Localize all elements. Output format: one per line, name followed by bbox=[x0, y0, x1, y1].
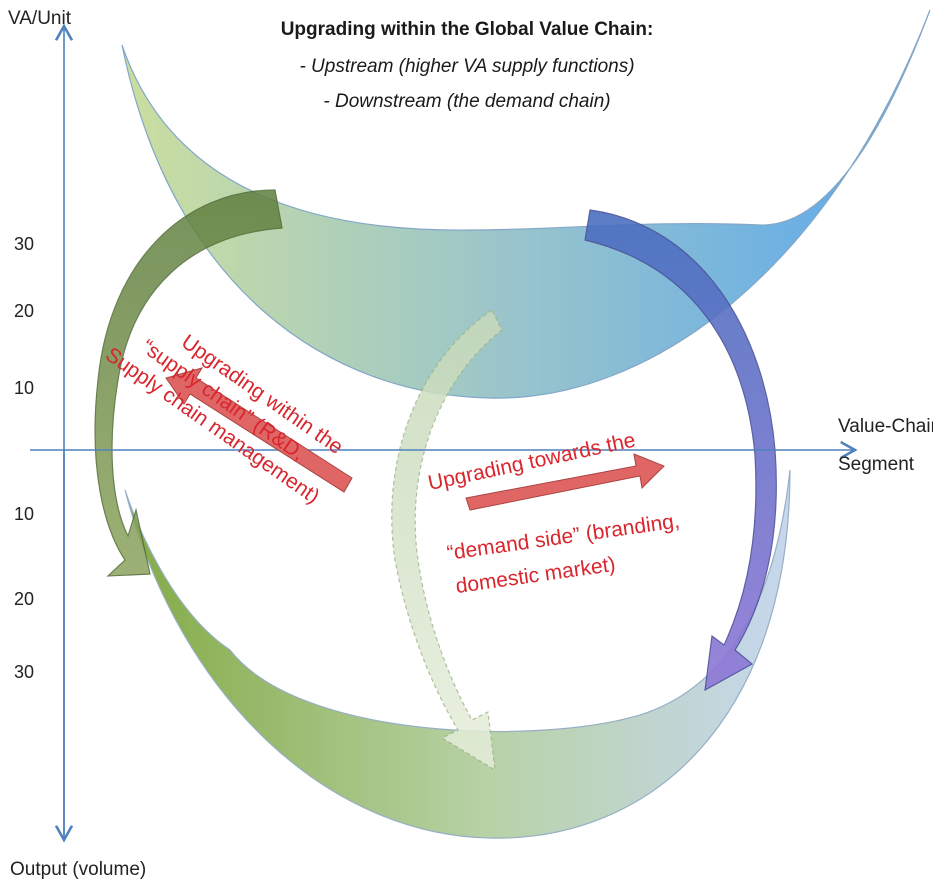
middle-arrow bbox=[391, 309, 503, 772]
right-curved-arrow bbox=[584, 209, 777, 692]
tick-label-lower: 10 bbox=[14, 504, 34, 524]
diagram-subtitle-downstream: - Downstream (the demand chain) bbox=[323, 91, 610, 112]
downstream-band bbox=[124, 469, 791, 839]
demand-annotation-line1: Upgrading towards the bbox=[426, 429, 637, 495]
upstream-band bbox=[121, 9, 931, 399]
tick-label-upper: 30 bbox=[14, 234, 34, 254]
tick-label-upper: 10 bbox=[14, 378, 34, 398]
supply-chain-arrow bbox=[165, 367, 353, 493]
diagram-title: Upgrading within the Global Value Chain: bbox=[281, 19, 654, 40]
x-axis-label-line2: Segment bbox=[838, 454, 915, 475]
left-curved-arrow bbox=[94, 189, 283, 577]
demand-annotation-line2: “demand side” (branding, bbox=[445, 510, 681, 565]
diagram-subtitle-upstream: - Upstream (higher VA supply functions) bbox=[299, 56, 634, 77]
demand-side-arrow bbox=[465, 453, 665, 511]
tick-label-lower: 30 bbox=[14, 662, 34, 682]
tick-label-lower: 20 bbox=[14, 589, 34, 609]
bottom-axis-label: Output (volume) bbox=[10, 859, 146, 880]
x-axis-label-line1: Value-Chain bbox=[838, 416, 933, 437]
tick-label-upper: 20 bbox=[14, 301, 34, 321]
y-axis-label: VA/Unit bbox=[8, 8, 72, 29]
